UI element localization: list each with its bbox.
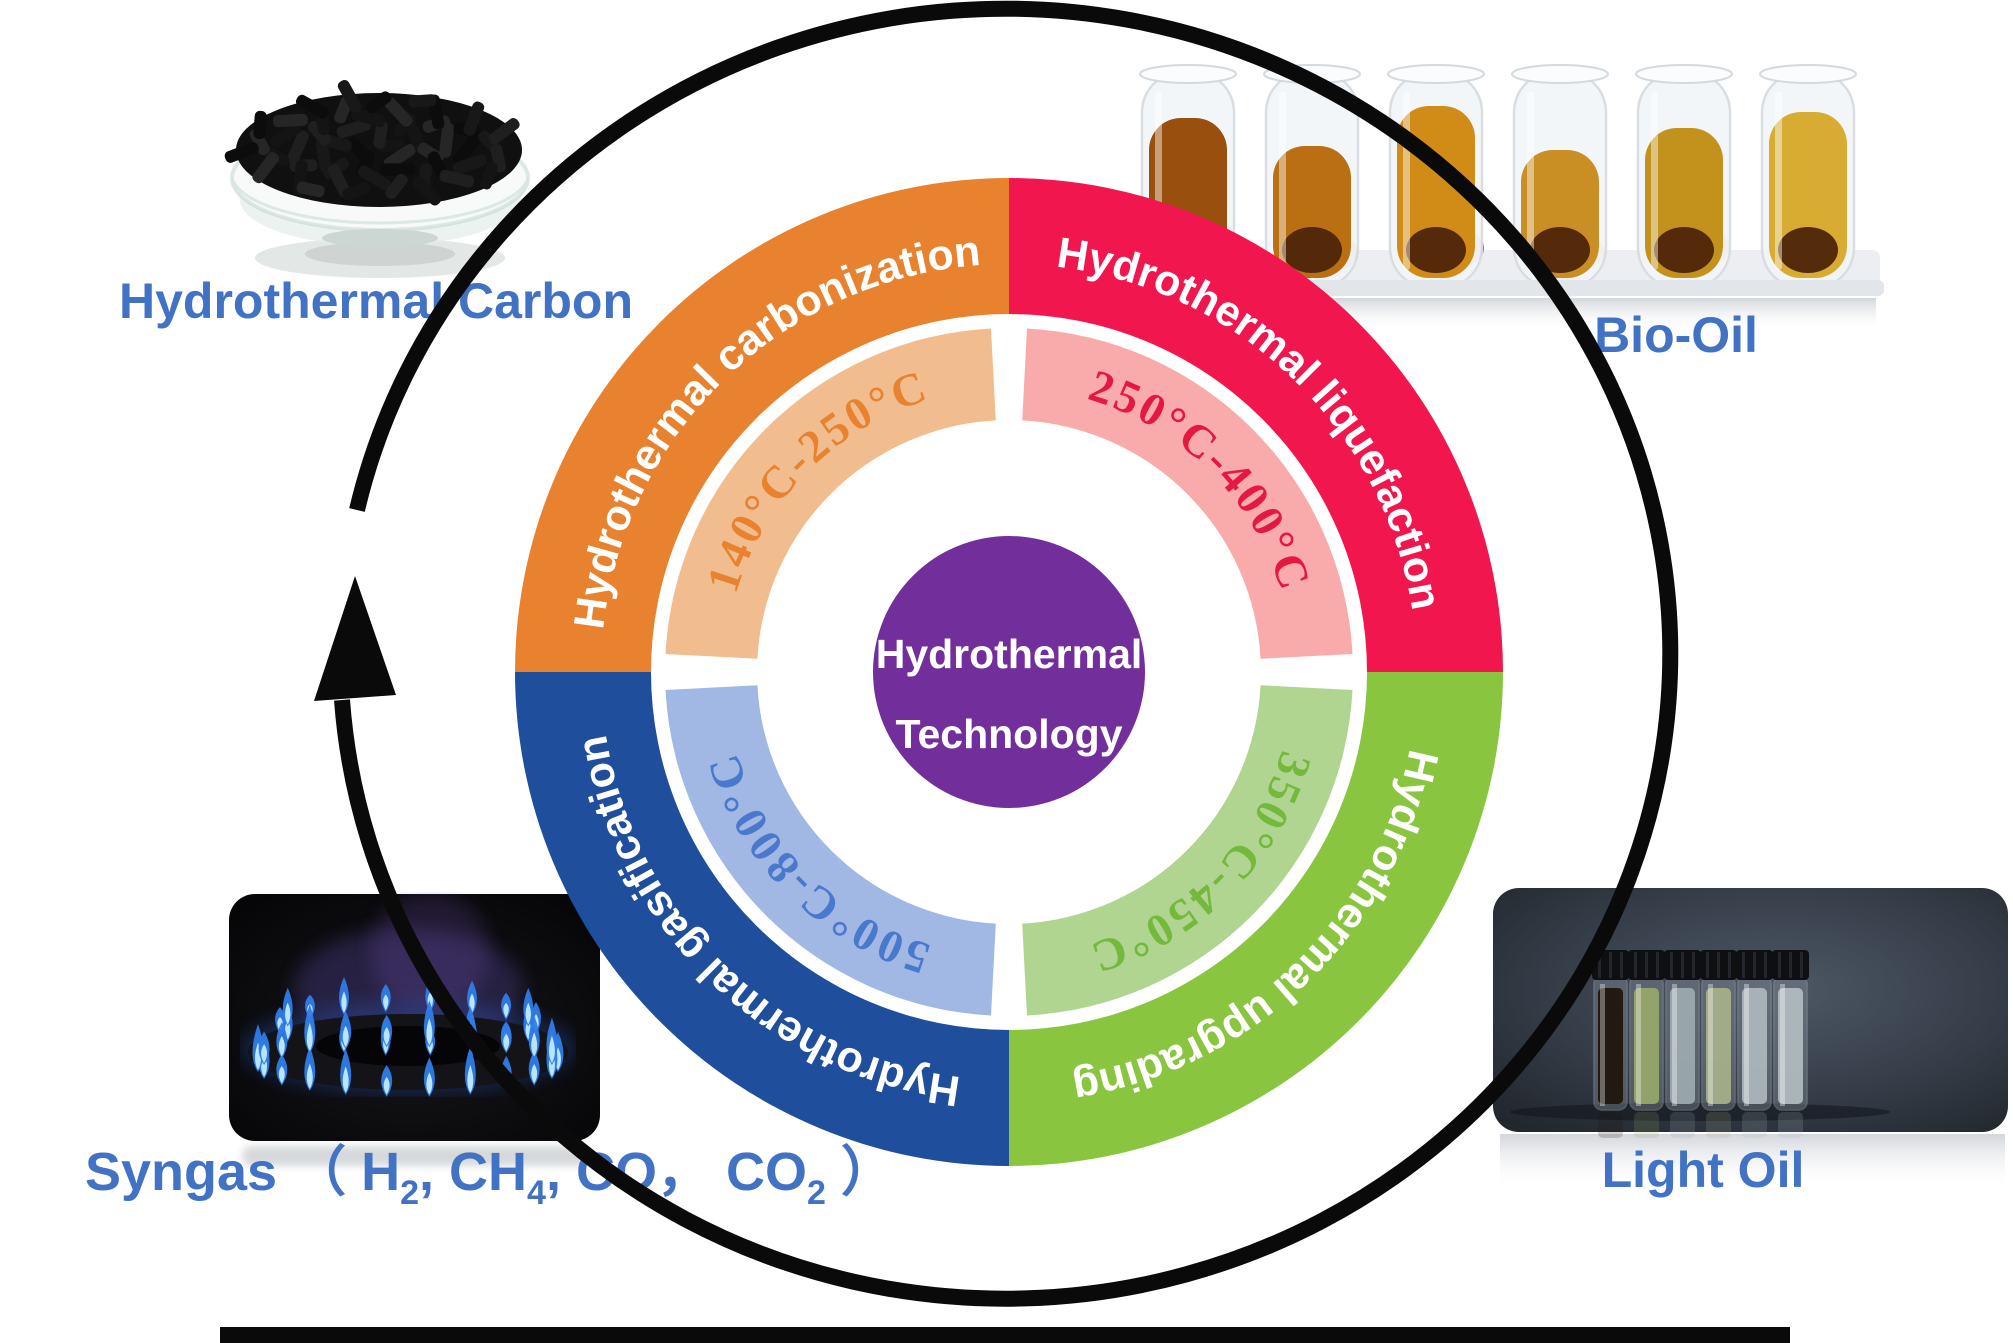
oil-vials [1592, 950, 1809, 1138]
cycle-arrow-arc [334, 0, 1679, 1307]
watch-glass-front-edge [232, 181, 528, 225]
watch-glass-foot [322, 229, 438, 247]
bottom-bar [220, 1327, 1790, 1343]
center-title-line2: Technology [895, 711, 1122, 757]
vial-floor-shadow [1510, 1103, 1890, 1121]
syngas-label: Syngas （ H2, CH4, CO， CO2 ） [85, 1142, 895, 1212]
gas-flames [253, 977, 564, 1097]
temp-segment-upgrading [1022, 685, 1353, 1016]
hydrothermal-carbon-label: Hydrothermal Carbon [119, 273, 633, 329]
carbon-pellets [224, 79, 520, 206]
cycle-arrowhead-icon [314, 576, 396, 701]
dish-reflection-dark [305, 242, 455, 266]
bio-oil-label: Bio-Oil [1594, 307, 1758, 363]
flame-photo-shadow [242, 1146, 592, 1166]
hydrothermal-carbon-photo [224, 79, 530, 278]
burner-hole [316, 1026, 500, 1066]
light-oil-photo [1493, 888, 2008, 1190]
ring-segment-gasification [515, 672, 1009, 1166]
light-oil-reflection [1500, 1134, 2005, 1190]
center-hub [873, 536, 1145, 808]
process-ring: Hydrothermal carbonization Hydrothermal … [515, 178, 1503, 1166]
cycle-arrow [314, 0, 1679, 1307]
center-title-line1: Hydrothermal [876, 631, 1143, 677]
ring-segment-liquefaction [1009, 178, 1503, 672]
temp-segment-gasification [665, 685, 996, 1016]
temp-segment-carbonization [665, 328, 996, 659]
light-oil-label: Light Oil [1602, 1142, 1805, 1198]
watch-glass-body [232, 178, 528, 246]
ring-segment-carbonization [515, 178, 1009, 672]
ring-segment-upgrading [1009, 672, 1503, 1166]
temp-segment-liquefaction [1022, 328, 1353, 659]
